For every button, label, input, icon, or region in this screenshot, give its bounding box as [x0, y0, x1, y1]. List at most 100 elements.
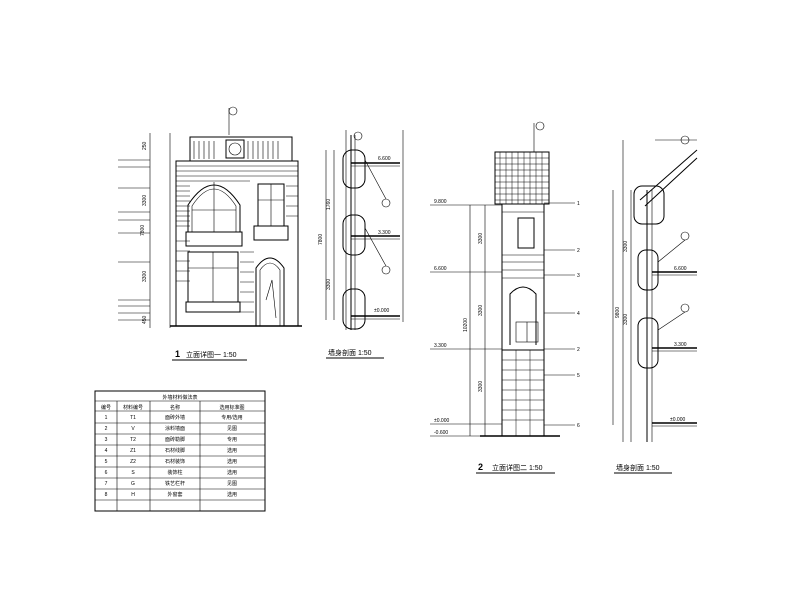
dim-total: 7800 [140, 225, 146, 236]
elevation-2-callouts: 1 2 3 4 2 5 6 [544, 201, 580, 429]
elevation-2: 1 2 3 4 2 5 6 9.800 6.600 3.300 ±0.000 -… [430, 121, 580, 474]
dim-1: 250 [142, 141, 148, 150]
brick-base [501, 349, 545, 437]
table-cell: 选用 [227, 458, 237, 465]
svg-text:3300: 3300 [478, 305, 484, 316]
stone-quoins [240, 251, 254, 313]
table-cell: 选用 [227, 447, 237, 454]
svg-text:3300: 3300 [478, 233, 484, 244]
dim-4: 450 [142, 315, 148, 324]
detail-bubble [342, 288, 366, 330]
detail-callout [381, 198, 391, 208]
table-cell: 1 [105, 415, 108, 421]
detail-bubble [342, 149, 366, 189]
balcony-balustrade [185, 231, 243, 247]
level-mark: ±0.000 [374, 308, 389, 314]
table-cell: 装饰柱 [167, 469, 182, 476]
table-header: 选用标准图 [219, 404, 244, 411]
svg-text:4: 4 [577, 311, 580, 317]
table-cell: 石材线脚 [165, 447, 185, 454]
elevation-1-title: 立面详图一 1:50 [186, 350, 237, 359]
table-title: 外墙材料做法表 [162, 394, 197, 401]
tower-arch [509, 286, 537, 345]
svg-text:3300: 3300 [623, 314, 629, 325]
dim-3: 3300 [142, 271, 148, 282]
detail-callout [381, 265, 391, 275]
elevation-2-levels: 9.800 6.600 3.300 ±0.000 -0.600 3300 330… [430, 199, 502, 437]
svg-text:3300: 3300 [478, 381, 484, 392]
table-cell: H [131, 492, 135, 498]
table-cell: 选用 [227, 491, 237, 498]
table-cell: 石材装饰 [165, 458, 185, 465]
table-cell: S [131, 470, 135, 476]
elevation-2-title: 立面详图二 1:50 [492, 463, 543, 472]
svg-text:±0.000: ±0.000 [434, 418, 449, 424]
table-cell: 6 [105, 470, 108, 476]
table-cell: 专用 [227, 436, 237, 443]
axis-marker [228, 106, 238, 116]
tile-roof [494, 151, 550, 205]
elevation-1-number: 1 [175, 349, 180, 359]
table-cell: 面砖外墙 [165, 414, 185, 421]
table-cell: 4 [105, 448, 108, 454]
level-mark: 3.300 [378, 230, 391, 236]
table-header: 编号 [101, 404, 111, 411]
arched-window [187, 184, 241, 233]
detail-callout [680, 231, 690, 241]
axis-marker [535, 121, 545, 131]
section-dim: 1760 [326, 199, 332, 210]
table-cell: 7 [105, 481, 108, 487]
section-2: 6.600 3.300 ±0.000 3300 3300 9800 墙身剖面 1… [612, 135, 698, 474]
dim-2: 3300 [142, 195, 148, 206]
table-cell: V [131, 426, 135, 432]
table-cell: Z2 [130, 459, 136, 465]
detail-bubble [637, 249, 659, 291]
section-dim: 3300 [326, 279, 332, 290]
svg-text:3300: 3300 [623, 241, 629, 252]
table-cell: T2 [130, 437, 136, 443]
table-cell: 5 [105, 459, 108, 465]
table-header: 名称 [170, 404, 180, 411]
svg-text:5: 5 [577, 373, 580, 379]
svg-text:6.600: 6.600 [674, 266, 687, 272]
elevation-2-number: 2 [478, 462, 483, 472]
detail-bubble [637, 317, 659, 369]
svg-text:3.300: 3.300 [434, 343, 447, 349]
section-1-title: 墙身剖面 1:50 [328, 348, 372, 357]
table-cell: T1 [130, 415, 136, 421]
table-cell: 3 [105, 437, 108, 443]
table-cell: 8 [105, 492, 108, 498]
svg-text:2: 2 [577, 248, 580, 254]
tower-window [517, 217, 535, 249]
table-cell: 铁艺栏杆 [165, 480, 185, 487]
table-cell: G [131, 481, 135, 487]
table-cell: 见图 [227, 426, 237, 432]
section-dim-total: 7800 [318, 234, 324, 245]
detail-callout [680, 303, 690, 313]
table-cell: 见图 [227, 481, 237, 487]
brick-hatch [176, 165, 298, 282]
elevation-1-dimensions: 250 3300 3300 450 7800 [118, 133, 171, 328]
svg-text:-0.600: -0.600 [434, 430, 448, 436]
table-cell: 2 [105, 426, 108, 432]
table-cell: 涂料墙面 [165, 425, 185, 432]
table-cell: 选用 [227, 469, 237, 476]
svg-text:2: 2 [577, 347, 580, 353]
svg-text:1: 1 [577, 201, 580, 207]
level-mark: 6.600 [378, 156, 391, 162]
elevation-1: 250 3300 3300 450 7800 1 立面详图一 1:50 [118, 106, 302, 361]
svg-text:9800: 9800 [615, 307, 621, 318]
table-cell: Z1 [130, 448, 136, 454]
svg-text:3.300: 3.300 [674, 342, 687, 348]
table-cell: 外窗套 [167, 491, 182, 498]
svg-text:9.800: 9.800 [434, 199, 447, 205]
table-cell: 专用/选用 [221, 414, 242, 421]
svg-text:6.600: 6.600 [434, 266, 447, 272]
section-1: 6.600 3.300 ±0.000 1760 3300 7800 墙身剖面 1… [318, 130, 404, 359]
detail-bubble [342, 214, 366, 256]
svg-text:3: 3 [577, 273, 580, 279]
balustrade [193, 139, 279, 159]
